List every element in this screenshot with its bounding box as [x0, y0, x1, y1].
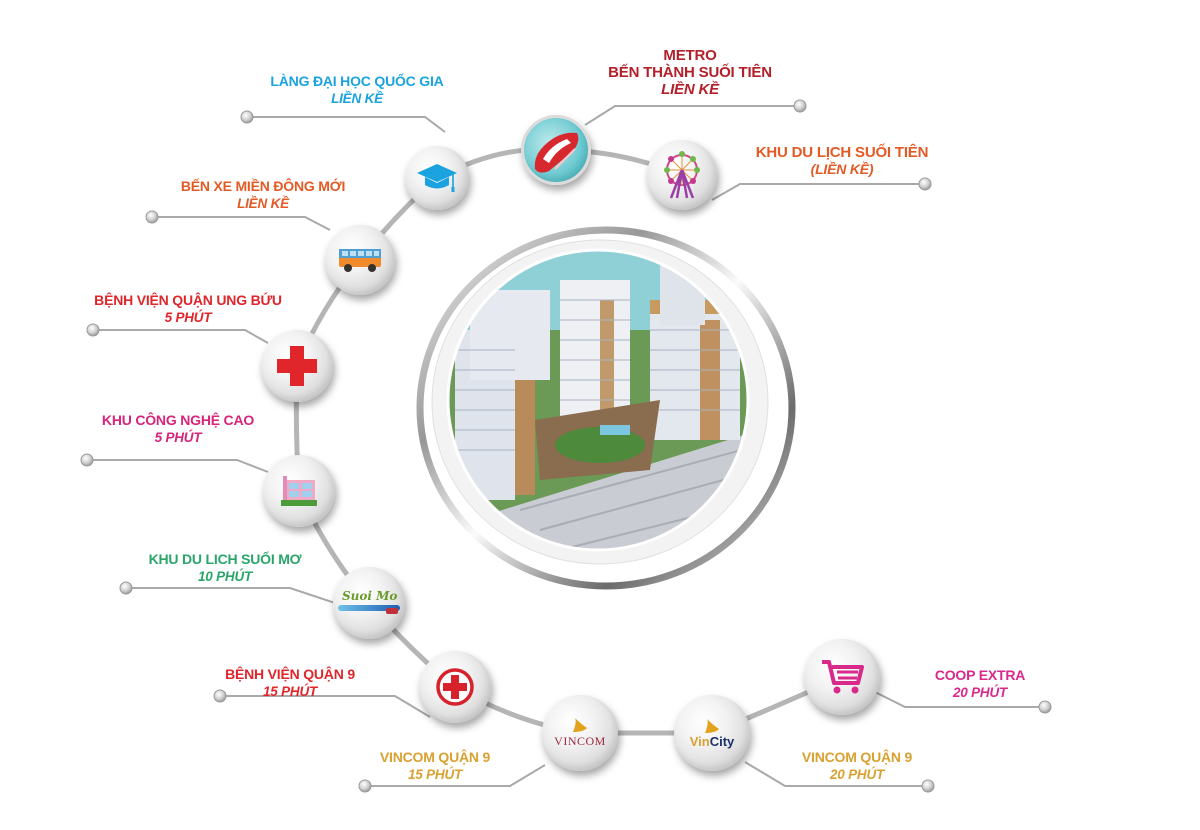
vincity-logo-icon — [705, 718, 719, 733]
office-building-icon — [281, 476, 317, 506]
node-coop — [804, 639, 880, 715]
label-suoi-mo: KHU DU LICH SUỐI MƠ 10 PHÚT — [148, 551, 302, 584]
node-suoi-mo: Suoi Mo — [333, 567, 405, 639]
node-metro — [521, 115, 591, 185]
node-bv-ung-buu — [261, 330, 333, 402]
train-icon — [534, 132, 579, 173]
label-lang-dai-hoc: LÀNG ĐẠI HỌC QUỐC GIA LIỀN KỀ — [270, 73, 444, 106]
leader-dots — [80, 99, 1052, 793]
label-coop: COOP EXTRA 20 PHÚT — [934, 667, 1026, 700]
label-metro: METRO BẾN THÀNH SUỐI TIÊN LIỀN KỀ — [608, 47, 772, 98]
node-cong-nghe-cao — [263, 455, 335, 527]
node-bv-quan-9 — [419, 651, 491, 723]
label-bv-quan-9: BỆNH VIỆN QUẬN 9 15 PHÚT — [225, 666, 355, 699]
label-suoi-tien: KHU DU LỊCH SUỐI TIÊN (LIỀN KỀ) — [755, 144, 929, 177]
graduation-cap-icon — [417, 164, 457, 192]
node-lang-dai-hoc — [405, 146, 469, 210]
node-ben-xe — [325, 225, 395, 295]
label-ben-xe: BẾN XE MIỀN ĐÔNG MỚI LIỀN KỀ — [180, 178, 346, 211]
node-vincity: VinCity — [674, 695, 750, 771]
leader-lines — [87, 105, 1045, 787]
shopping-cart-icon — [822, 660, 864, 694]
label-vincom-15: VINCOM QUẬN 9 15 PHÚT — [379, 749, 491, 782]
vincom-logo-icon — [573, 717, 587, 732]
hospital-cross-icon — [436, 668, 474, 706]
node-suoi-tien — [647, 140, 717, 210]
red-cross-icon — [277, 346, 317, 386]
node-vincom: VINCOM — [542, 695, 618, 771]
suoi-mo-logo-icon: Suoi Mo — [338, 589, 400, 617]
center-project-image — [446, 248, 750, 552]
ferris-wheel-icon — [664, 151, 700, 199]
label-vincom-20: VINCOM QUẬN 9 20 PHÚT — [801, 749, 913, 782]
bus-icon — [339, 249, 381, 272]
label-cong-nghe-cao: KHU CÔNG NGHỆ CAO 5 PHÚT — [101, 412, 255, 445]
label-bv-ung-buu: BỆNH VIỆN QUẬN UNG BỨU 5 PHÚT — [94, 292, 282, 325]
